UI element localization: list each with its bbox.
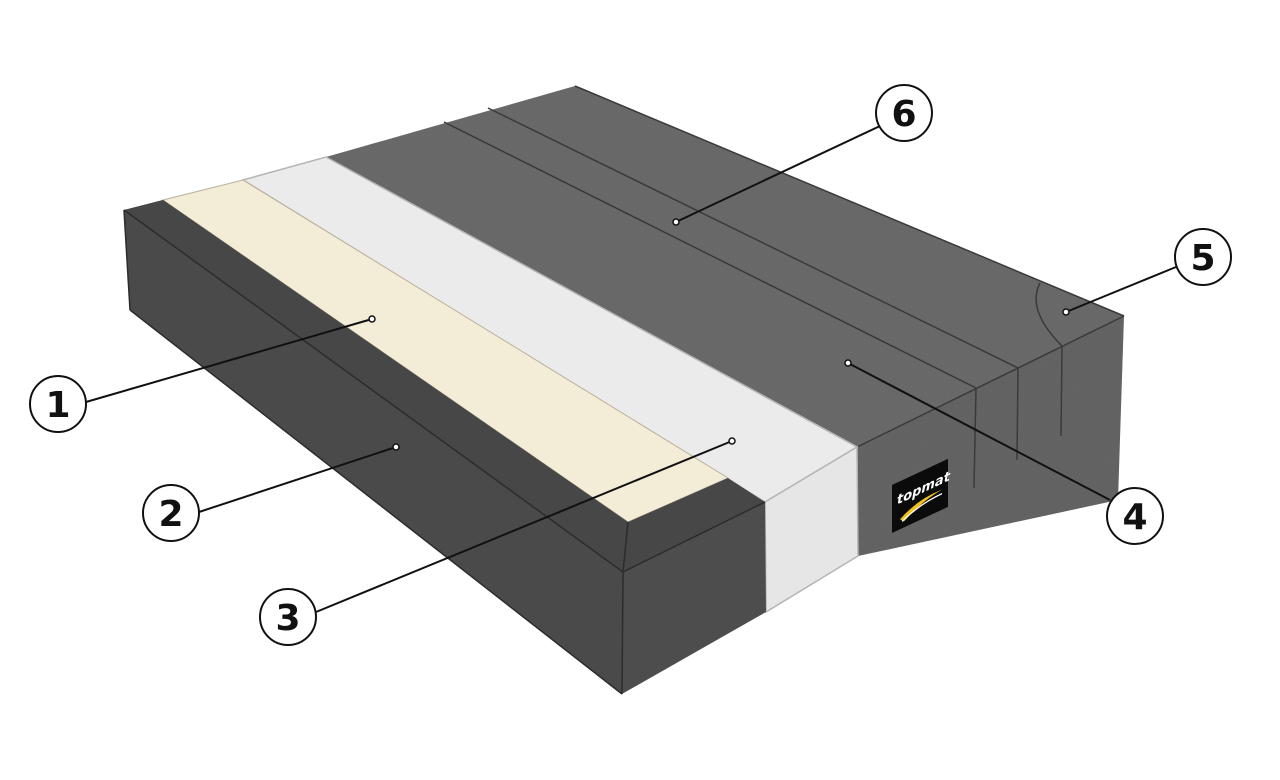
white-comfort-layer bbox=[241, 156, 859, 614]
callout-5: 5 bbox=[1174, 228, 1232, 286]
callout-number: 1 bbox=[45, 385, 70, 426]
callout-number: 3 bbox=[275, 598, 300, 639]
callout-1: 1 bbox=[29, 375, 87, 433]
dark-shell-front bbox=[622, 502, 766, 694]
callout-number: 5 bbox=[1190, 238, 1215, 279]
callout-4: 4 bbox=[1106, 487, 1164, 545]
dark-shell-side bbox=[124, 210, 623, 694]
grey-foam-top bbox=[326, 86, 1124, 447]
dark-shell-edges bbox=[123, 209, 766, 695]
white-layer-front bbox=[764, 445, 859, 614]
callout-2: 2 bbox=[142, 484, 200, 542]
grey-foam-seams bbox=[443, 85, 1125, 489]
callout-number: 6 bbox=[891, 94, 916, 135]
callout-number: 4 bbox=[1122, 497, 1147, 538]
callout-3: 3 bbox=[259, 588, 317, 646]
callout-anchors bbox=[368, 218, 1070, 451]
dark-shell bbox=[124, 200, 766, 694]
callout-6: 6 bbox=[875, 84, 933, 142]
callout-number: 2 bbox=[158, 494, 183, 535]
callout-lines bbox=[85, 125, 1177, 613]
